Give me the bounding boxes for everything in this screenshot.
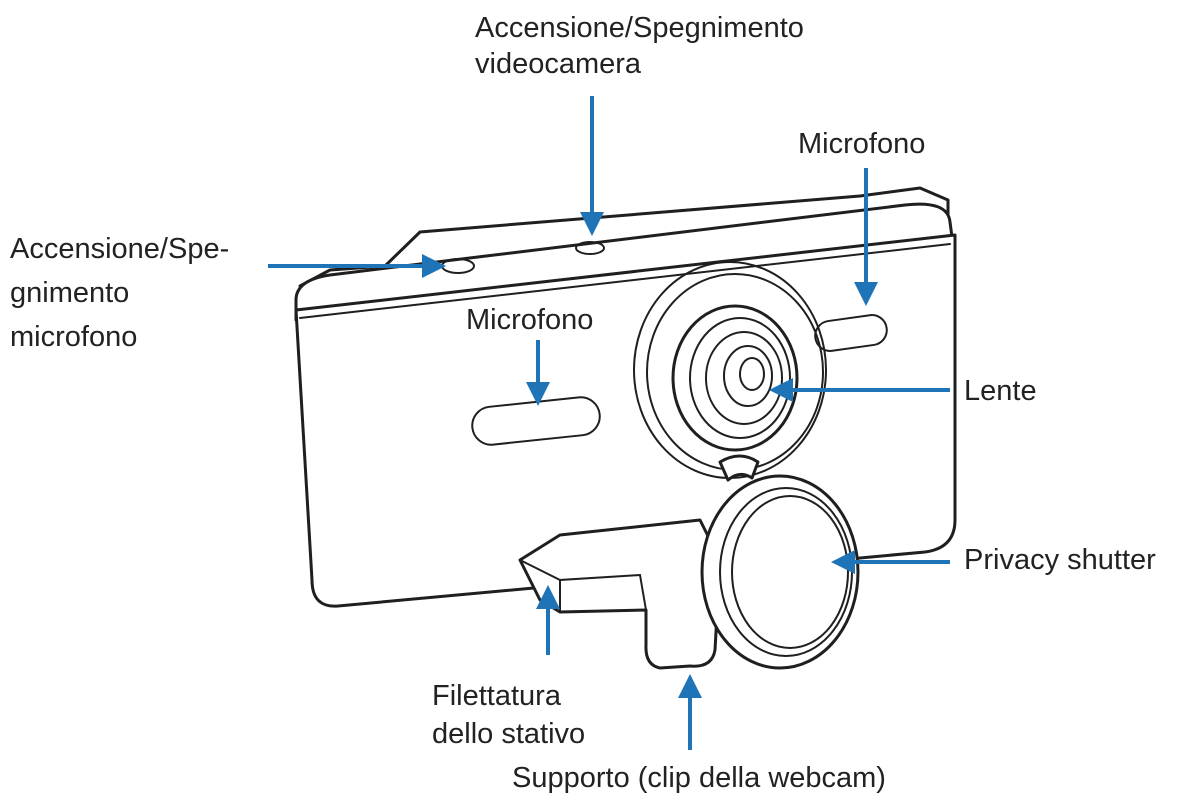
arrow-clip-support bbox=[678, 674, 702, 750]
arrow-lens bbox=[769, 378, 950, 402]
camera-power-button bbox=[575, 241, 605, 255]
privacy-shutter-outer bbox=[700, 474, 860, 670]
lens-center bbox=[739, 357, 765, 391]
clip-support-edge bbox=[519, 559, 561, 581]
label-mic-toggle-line-3: microfono bbox=[10, 321, 138, 353]
label-camera-toggle-line-2: videocamera bbox=[475, 48, 642, 80]
label-mic-toggle: Accensione/Spe- gnimento microfono bbox=[10, 227, 229, 359]
lens-outer-ring bbox=[671, 304, 799, 452]
lens-ring-3 bbox=[705, 331, 783, 425]
label-mic-toggle-line-2: gnimento bbox=[10, 277, 130, 309]
clip-support-inner bbox=[559, 573, 647, 613]
arrow-privacy-shutter bbox=[831, 550, 950, 574]
label-microphone-right: Microfono bbox=[798, 128, 926, 160]
webcam-edge-line bbox=[299, 243, 951, 319]
arrow-microphone-left bbox=[526, 340, 550, 406]
arrow-tripod-thread bbox=[536, 585, 560, 655]
arrow-camera-power bbox=[580, 96, 604, 236]
label-camera-toggle: Accensione/Spegnimento videocamera bbox=[475, 10, 804, 82]
lens-ring-4 bbox=[723, 345, 773, 407]
arrow-microphone-power bbox=[268, 254, 446, 278]
label-mic-toggle-line-1: Accensione/Spe- bbox=[10, 233, 230, 265]
label-lens: Lente bbox=[964, 375, 1037, 407]
lens-ring-2 bbox=[689, 317, 791, 439]
clip-support bbox=[518, 518, 722, 670]
privacy-shutter-hinge bbox=[718, 454, 760, 482]
microphone-slot-left bbox=[471, 396, 601, 446]
label-tripod-thread-line-2: dello stativo bbox=[432, 718, 586, 750]
label-tripod-thread: Filettatura dello stativo bbox=[432, 677, 585, 753]
label-camera-toggle-line-1: Accensione/Spegnimento bbox=[475, 12, 804, 44]
label-privacy-shutter: Privacy shutter bbox=[964, 544, 1156, 576]
label-clip-support: Supporto (clip della webcam) bbox=[512, 762, 886, 794]
microphone-slot-right bbox=[814, 314, 888, 352]
arrow-microphone-right bbox=[854, 168, 878, 306]
label-tripod-thread-line-1: Filettatura bbox=[432, 680, 561, 712]
label-microphone-left: Microfono bbox=[466, 304, 594, 336]
privacy-shutter-inner bbox=[731, 495, 849, 649]
